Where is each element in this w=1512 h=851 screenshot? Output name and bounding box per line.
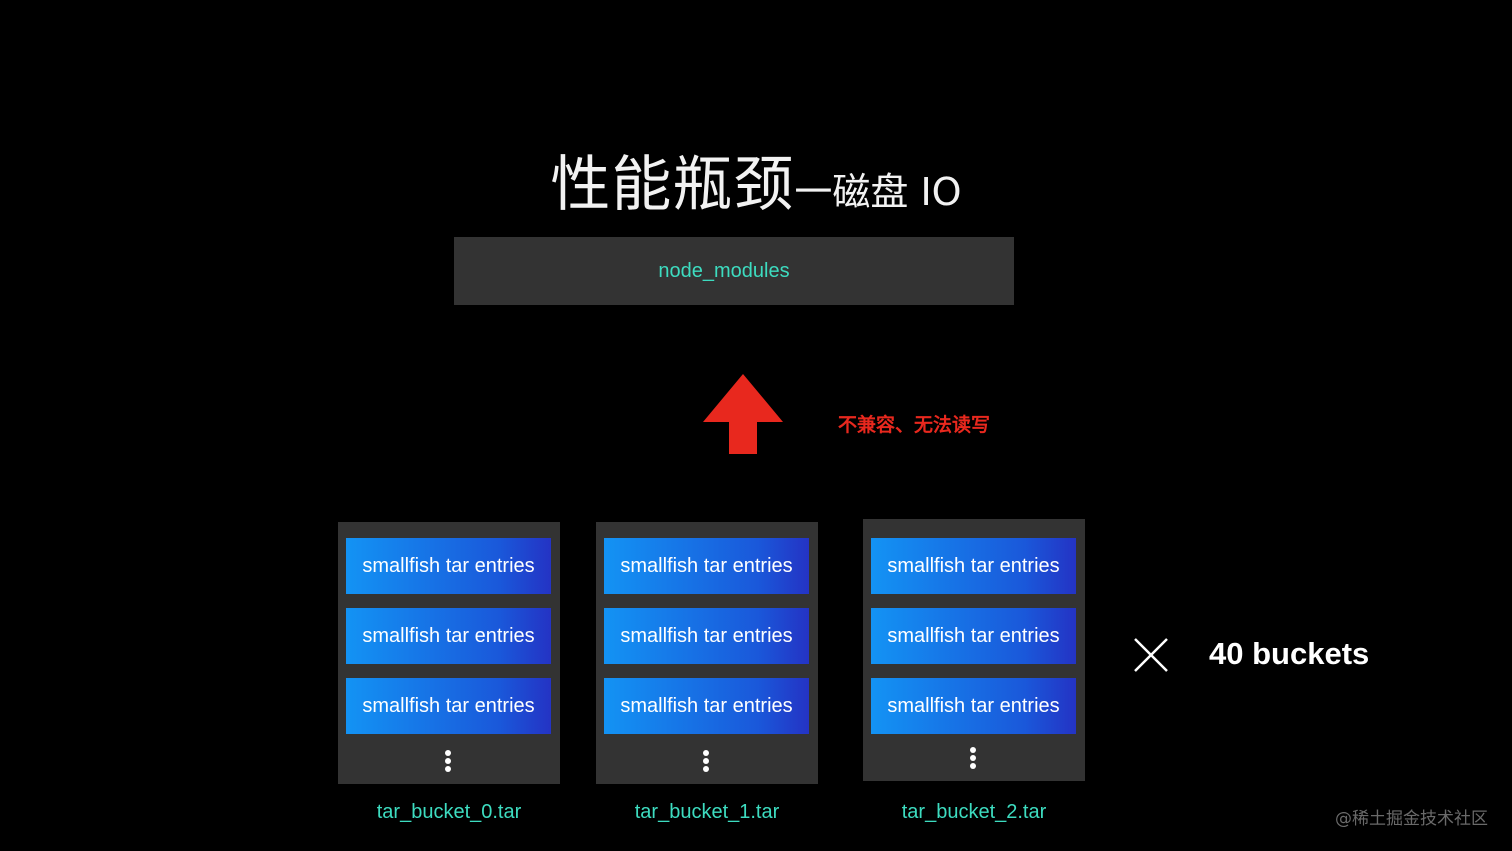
more-dots-icon bbox=[700, 750, 712, 776]
tar-bucket-0: smallfish tar entries smallfish tar entr… bbox=[338, 522, 560, 784]
watermark: @稀土掘金技术社区 bbox=[1335, 809, 1488, 829]
node-modules-label: node_modules bbox=[658, 259, 790, 282]
bucket-name-2: tar_bucket_2.tar bbox=[901, 801, 1047, 823]
node-modules-box: node_modules bbox=[454, 237, 1014, 305]
more-dots-icon bbox=[442, 750, 454, 776]
tar-entry: smallfish tar entries bbox=[871, 538, 1076, 594]
multiply-icon bbox=[1134, 638, 1168, 672]
tar-entry: smallfish tar entries bbox=[346, 608, 551, 664]
bucket-count-label: 40 buckets bbox=[1209, 636, 1370, 671]
up-arrow-icon bbox=[703, 374, 783, 454]
tar-entry: smallfish tar entries bbox=[604, 608, 809, 664]
tar-entry: smallfish tar entries bbox=[871, 678, 1076, 734]
more-dots-icon bbox=[967, 747, 979, 773]
title-sub: 一磁盘 IO bbox=[794, 170, 962, 214]
tar-entry: smallfish tar entries bbox=[871, 608, 1076, 664]
tar-bucket-1: smallfish tar entries smallfish tar entr… bbox=[596, 522, 818, 784]
incompatible-label: 不兼容、无法读写 bbox=[838, 414, 991, 436]
tar-entry: smallfish tar entries bbox=[346, 538, 551, 594]
bucket-name-1: tar_bucket_1.tar bbox=[634, 801, 780, 823]
tar-entry: smallfish tar entries bbox=[604, 678, 809, 734]
slide-title: 性能瓶颈一磁盘 IO bbox=[0, 155, 1512, 215]
bucket-name-0: tar_bucket_0.tar bbox=[376, 801, 522, 823]
tar-entry: smallfish tar entries bbox=[604, 538, 809, 594]
tar-bucket-2: smallfish tar entries smallfish tar entr… bbox=[863, 519, 1085, 781]
title-main: 性能瓶颈 bbox=[550, 150, 795, 220]
tar-entry: smallfish tar entries bbox=[346, 678, 551, 734]
